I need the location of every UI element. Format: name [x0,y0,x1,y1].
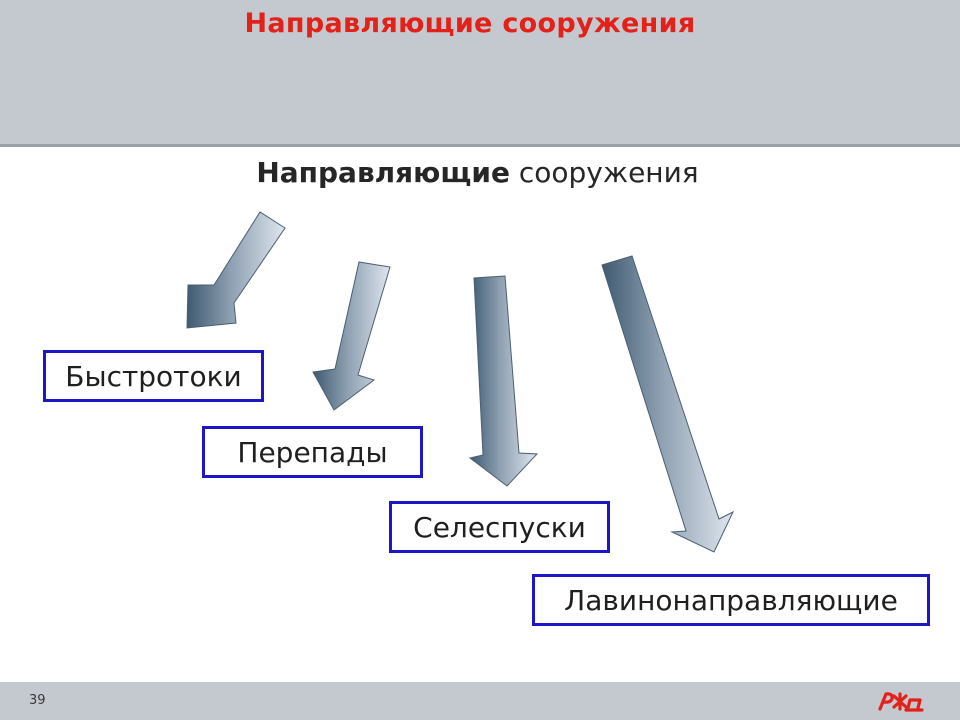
arrow-3 [468,275,539,487]
item-label: Селеспуски [413,510,586,544]
slide-title: Направляющие сооружения [244,8,696,39]
arrow-1 [186,211,286,329]
header-divider [0,144,960,147]
root-label-rest: сооружения [509,156,699,189]
arrow-2 [312,261,391,411]
item-box-lavinonapravlyayushchie: Лавинонаправляющие [532,574,930,626]
header-band [0,0,960,144]
item-label: Перепады [237,435,388,469]
item-box-bystrotoki: Быстротоки [43,350,264,402]
item-label: Лавинонаправляющие [564,583,898,617]
footer-band [0,682,960,720]
root-label-bold: Направляющие [256,156,510,189]
rzd-logo-icon [878,692,924,712]
diagram-root-label: Направляющие сооружения [0,156,955,189]
page-number: 39 [29,693,46,708]
item-box-perepady: Перепады [202,426,423,478]
item-label: Быстротоки [65,359,242,393]
arrow-4 [601,255,735,553]
item-box-selespuski: Селеспуски [389,501,610,553]
